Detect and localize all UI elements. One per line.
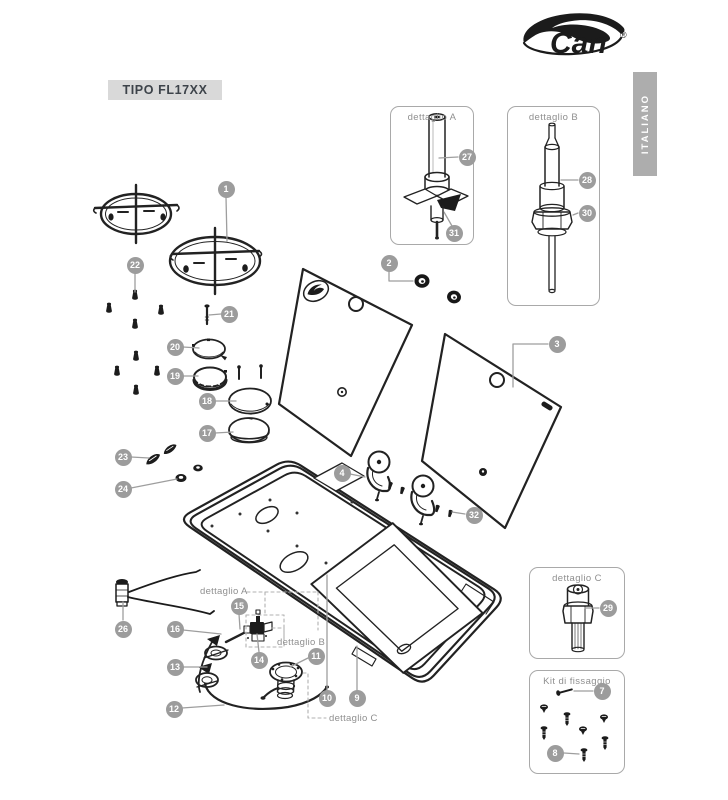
callout-32: 32 [465, 506, 483, 524]
detail-a-valve [403, 113, 469, 240]
callout-30: 30 [578, 204, 596, 222]
sink-drain [260, 661, 303, 700]
callout-19: 19 [166, 367, 184, 385]
callout-4: 4 [333, 464, 351, 482]
glass-lid-burner [277, 267, 414, 458]
fixing-kit-box-title: Kit di fissaggio [543, 676, 611, 687]
callout-23: 23 [114, 448, 132, 466]
callout-29: 29 [599, 599, 617, 617]
callout-31: 31 [445, 224, 463, 242]
burner-cup [228, 417, 270, 444]
burner-assembly [195, 635, 229, 693]
model-type-label: TIPO FL17XX [108, 80, 222, 100]
burner-top-ring [192, 338, 227, 361]
callout-16: 16 [166, 620, 184, 638]
brand-logo: Can ® [522, 13, 627, 60]
callout-2: 2 [380, 254, 398, 272]
glass-lid-sink [420, 332, 563, 530]
language-tab-text: ITALIANO [639, 93, 651, 155]
label-detail-b: dettaglio B [277, 637, 326, 648]
callout-9: 9 [348, 689, 366, 707]
language-tab-italiano: ITALIANO [633, 72, 657, 176]
callout-1: 1 [217, 180, 235, 198]
detail-box-b-title: dettaglio B [528, 112, 579, 123]
lid-hinge-left [366, 450, 392, 502]
callout-28: 28 [578, 171, 596, 189]
fixing-kit-box: Kit di fissaggio [529, 670, 625, 774]
fixing-kit-screws [540, 688, 609, 762]
callout-24: 24 [114, 480, 132, 498]
pan-support-grid-left [92, 183, 180, 245]
brand-text: Can [550, 27, 607, 60]
callout-15: 15 [230, 597, 248, 615]
detail-b-igniter [531, 122, 573, 294]
glass-logo-badge [302, 279, 330, 303]
callout-12: 12 [165, 700, 183, 718]
callout-18: 18 [198, 392, 216, 410]
callout-21: 21 [220, 305, 238, 323]
callout-17: 17 [198, 424, 216, 442]
detail-box-a: dettaglio A [390, 106, 474, 245]
label-detail-a: dettaglio A [200, 586, 248, 597]
callout-11: 11 [307, 647, 325, 665]
callout-27: 27 [458, 148, 476, 166]
callout-26: 26 [114, 620, 132, 638]
pan-support-grid-right [168, 226, 263, 296]
rubber-feet [106, 289, 164, 395]
callout-8: 8 [546, 744, 564, 762]
label-detail-c: dettaglio C [329, 713, 378, 724]
knob-bezel-rings [414, 274, 461, 304]
callout-7: 7 [593, 682, 611, 700]
detail-c-adapter [562, 584, 594, 653]
lid-hinge-right [410, 474, 436, 526]
detail-box-a-title: dettaglio A [407, 112, 457, 123]
electrode-pins [237, 364, 263, 380]
burner-flame-ring [192, 366, 228, 391]
piezo-igniter [115, 569, 215, 615]
callout-3: 3 [548, 335, 566, 353]
hob-tray [182, 460, 502, 683]
detail-box-c-title: dettaglio C [552, 573, 602, 584]
detail-box-b: dettaglio B [507, 106, 600, 306]
callout-22: 22 [126, 256, 144, 274]
callout-13: 13 [166, 658, 184, 676]
dashed-reference-lines [245, 591, 327, 719]
callout-20: 20 [166, 338, 184, 356]
spark-electrodes [146, 444, 177, 465]
leader-lines [122, 156, 600, 755]
callout-10: 10 [318, 689, 336, 707]
thermocouple-screw [204, 304, 210, 326]
grommets [175, 464, 203, 482]
callout-14: 14 [250, 651, 268, 669]
registered-mark: ® [620, 30, 627, 40]
detail-box-c: dettaglio C [529, 567, 625, 659]
